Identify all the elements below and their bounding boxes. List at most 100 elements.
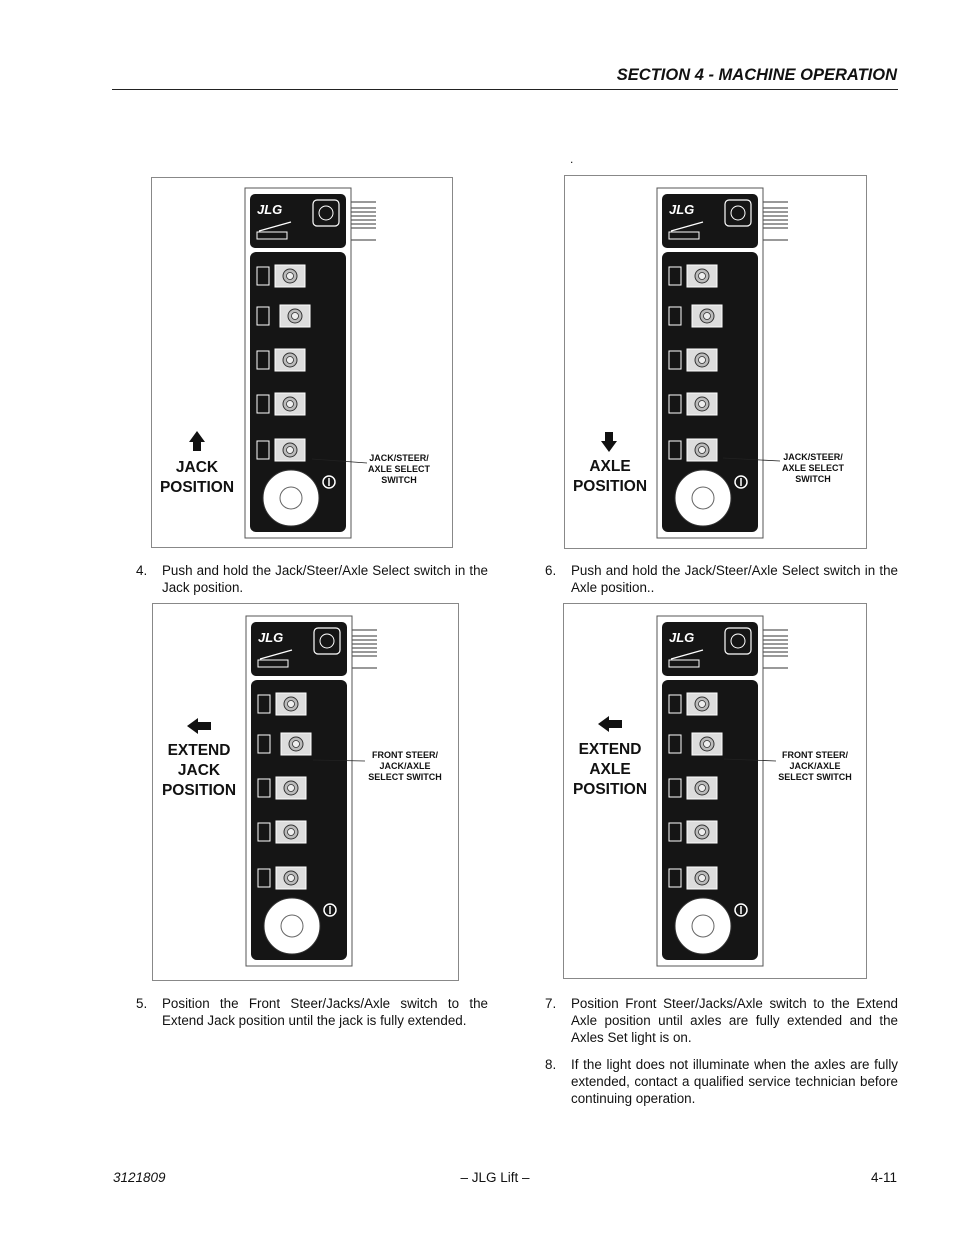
machine-icon <box>668 231 700 240</box>
manual-icon <box>724 627 752 655</box>
position-label-line-2: POSITION <box>160 479 234 496</box>
switch-knob-center <box>703 312 711 320</box>
step-text: Push and hold the Jack/Steer/Axle Select… <box>571 563 898 595</box>
machine-icon-boom <box>259 649 293 660</box>
switch-label-line-2: JACK/AXLE <box>379 761 430 771</box>
down-arrow-icon <box>601 432 617 452</box>
dial-knob <box>262 469 320 527</box>
indicator-light-icon <box>734 475 748 489</box>
switch-label-line-3: SELECT SWITCH <box>778 772 852 782</box>
switch-label-line-3: SWITCH <box>795 474 831 484</box>
function-icon <box>256 266 270 286</box>
dial-knob-center <box>280 914 304 938</box>
function-icon <box>257 694 271 714</box>
switch-knob-center <box>292 740 300 748</box>
switch-knob-center <box>291 312 299 320</box>
footer-center-title: – JLG Lift – <box>460 1170 530 1185</box>
function-icon <box>668 778 682 798</box>
dial-knob-center <box>279 486 303 510</box>
leader-line <box>312 759 366 762</box>
switch-label-line-1: FRONT STEER/ <box>372 750 439 760</box>
step-number: 6. <box>545 563 557 578</box>
switch-knob-center <box>286 400 294 408</box>
dial-knob-center <box>691 914 715 938</box>
control-panel: JLG <box>244 187 376 539</box>
figure-extend-jack-position: JLG EXTEND JACK POSITION FRONT STEER/ JA… <box>152 603 459 981</box>
step-text: Push and hold the Jack/Steer/Axle Select… <box>162 563 488 595</box>
step-number: 8. <box>545 1057 557 1072</box>
step-text: If the light does not illuminate when th… <box>571 1057 898 1106</box>
switch-knob-center <box>287 828 295 836</box>
function-icon <box>668 266 682 286</box>
figure-axle-position-art: JLG AXLE POSITION JACK/STEER/ AXLE SELEC… <box>573 187 845 539</box>
switch-knob-center <box>287 784 295 792</box>
machine-icon-boom <box>670 221 704 232</box>
manual-icon <box>313 627 341 655</box>
leader-line <box>722 457 781 462</box>
jlg-logo: JLG <box>669 202 694 217</box>
position-label-line-1: EXTEND <box>168 742 231 759</box>
switch-label-line-2: AXLE SELECT <box>782 463 845 473</box>
leader-line <box>311 458 368 464</box>
position-label-line-2: AXLE <box>589 761 630 778</box>
dial-knob <box>263 897 321 955</box>
header-rule <box>112 89 898 90</box>
function-icon <box>256 306 270 326</box>
manual-icon-circle <box>319 633 335 649</box>
function-icon <box>256 440 270 460</box>
footer-page-number: 4-11 <box>870 1170 897 1185</box>
figure-extend-jack-position-art: JLG EXTEND JACK POSITION FRONT STEER/ JA… <box>162 615 442 967</box>
machine-icon <box>668 659 700 668</box>
position-label-line-2: JACK <box>178 762 221 779</box>
switch-knob-center <box>698 446 706 454</box>
step-number: 4. <box>136 563 148 578</box>
figure-extend-axle-position: JLG EXTEND AXLE POSITION FRONT STEER/ JA… <box>563 603 867 979</box>
jlg-logo: JLG <box>669 630 694 645</box>
control-panel: JLG <box>656 615 788 967</box>
manual-icon-circle <box>730 633 746 649</box>
dial-knob <box>674 897 732 955</box>
function-icon <box>256 350 270 370</box>
manual-icon <box>724 199 752 227</box>
position-label-line-3: POSITION <box>162 782 236 799</box>
function-icon <box>257 734 271 754</box>
switch-label-line-1: JACK/STEER/ <box>783 452 843 462</box>
panel-control-plate <box>662 680 758 960</box>
step-text: Position the Front Steer/Jacks/Axle swit… <box>162 996 488 1028</box>
position-label-line-3: POSITION <box>573 781 647 798</box>
jlg-logo: JLG <box>257 202 282 217</box>
switch-label-line-3: SWITCH <box>381 475 417 485</box>
switch-knob-center <box>286 272 294 280</box>
left-arrow-icon <box>187 718 211 734</box>
switch-label-line-3: SELECT SWITCH <box>368 772 442 782</box>
panel-control-plate <box>250 252 346 532</box>
step-text: Position Front Steer/Jacks/Axle switch t… <box>571 996 898 1045</box>
switch-knob-center <box>286 356 294 364</box>
switch-knob-center <box>698 700 706 708</box>
switch-label-line-2: JACK/AXLE <box>789 761 840 771</box>
switch-label-line-1: FRONT STEER/ <box>782 750 849 760</box>
machine-icon <box>257 659 289 668</box>
function-icon <box>668 822 682 842</box>
switch-knob-center <box>698 828 706 836</box>
step-number: 7. <box>545 996 557 1011</box>
dial-knob-center <box>691 486 715 510</box>
function-icon <box>257 778 271 798</box>
function-icon <box>256 394 270 414</box>
switch-knob-center <box>698 784 706 792</box>
function-icon <box>257 822 271 842</box>
switch-label-line-1: JACK/STEER/ <box>369 453 429 463</box>
indicator-light-icon <box>323 903 337 917</box>
switch-knob-center <box>698 400 706 408</box>
function-icon <box>257 868 271 888</box>
switch-knob-center <box>287 700 295 708</box>
left-arrow-icon <box>598 716 622 732</box>
footer-doc-number: 3121809 <box>113 1170 166 1185</box>
function-icon <box>668 868 682 888</box>
function-icon <box>668 440 682 460</box>
indicator-light-icon <box>322 475 336 489</box>
figure-jack-position: JLG JACK POSITION JACK/STEER/ AXLE SELEC… <box>151 177 453 548</box>
switch-knob-center <box>703 740 711 748</box>
up-arrow-icon <box>189 431 205 451</box>
figure-jack-position-art: JLG JACK POSITION JACK/STEER/ AXLE SELEC… <box>160 187 431 539</box>
